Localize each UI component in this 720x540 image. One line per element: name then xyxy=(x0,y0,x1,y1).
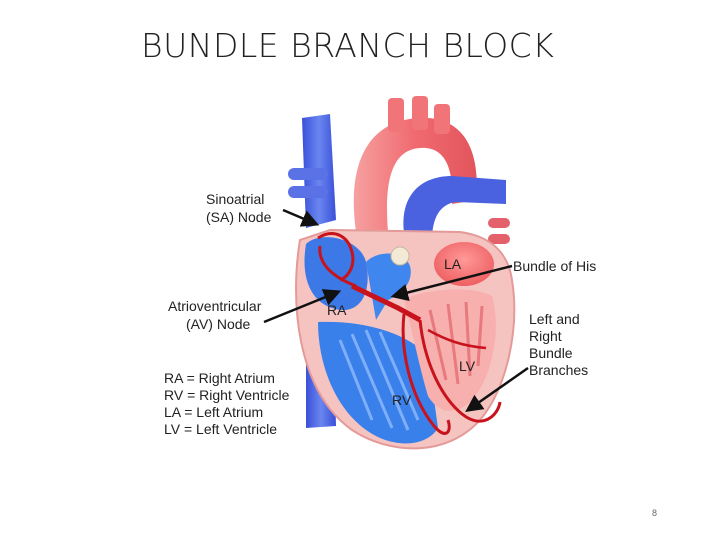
legend-item-ra: RA = Right Atrium xyxy=(164,370,275,386)
aorta-branch-3 xyxy=(434,104,450,134)
pulmonary-vein-right-1 xyxy=(488,218,510,228)
right-ventricle-trabeculae xyxy=(338,329,420,431)
left-ventricle xyxy=(404,289,496,411)
interventricular-septum xyxy=(366,253,411,320)
conduction-path-sa xyxy=(317,232,355,282)
av-node-label: Atrioventricular (AV) Node xyxy=(168,298,265,332)
sa-node-label: Sinoatrial (SA) Node xyxy=(206,191,272,225)
pulmonary-artery xyxy=(403,176,506,240)
arrow-bundle-his xyxy=(390,264,513,302)
av-node-label-line2: (AV) Node xyxy=(186,316,251,332)
page-number: 8 xyxy=(652,508,658,518)
sa-node-label-line1: Sinoatrial xyxy=(206,191,264,207)
abbreviation-legend: RA = Right Atrium RV = Right Ventricle L… xyxy=(164,370,293,437)
conduction-path-internodal xyxy=(318,245,357,288)
pulmonary-vessel-left-1 xyxy=(288,168,328,180)
sa-node-label-line2: (SA) Node xyxy=(206,209,272,225)
pulmonary-vein-right-2 xyxy=(488,234,510,244)
arrow-sa-node xyxy=(282,208,320,227)
arrow-bundle-branches xyxy=(465,366,529,413)
chamber-label-la: LA xyxy=(444,256,462,272)
chamber-label-lv: LV xyxy=(459,358,476,374)
bundle-branches-line4: Branches xyxy=(529,362,588,378)
conduction-path-left-fascicle xyxy=(427,328,487,350)
bundle-branches-line2: Right xyxy=(529,328,562,344)
legend-item-lv: LV = Left Ventricle xyxy=(164,421,277,437)
slide-title: BUNDLE BRANCH BLOCK xyxy=(141,26,555,65)
right-ventricle xyxy=(318,321,438,444)
bundle-branches-line3: Bundle xyxy=(529,345,573,361)
legend-item-rv: RV = Right Ventricle xyxy=(164,387,290,403)
chamber-label-rv: RV xyxy=(392,392,412,408)
arrow-av-node xyxy=(263,289,342,324)
bundle-his-label: Bundle of His xyxy=(513,258,596,274)
chamber-label-ra: RA xyxy=(327,302,347,318)
conduction-path-his xyxy=(350,283,422,323)
pulmonary-vessel-left-2 xyxy=(288,186,328,198)
bundle-branches-label: Left and Right Bundle Branches xyxy=(529,311,588,378)
bundle-branches-line1: Left and xyxy=(529,311,580,327)
aortic-arch xyxy=(353,117,477,232)
conduction-path-right-branch xyxy=(401,313,451,435)
aorta-branch-2 xyxy=(412,96,428,130)
aorta-branch-1 xyxy=(388,98,404,132)
valve xyxy=(390,246,410,266)
conduction-path-left-branch xyxy=(418,319,502,423)
left-ventricle-trabeculae xyxy=(428,301,484,385)
legend-item-la: LA = Left Atrium xyxy=(164,404,263,420)
av-node-label-line1: Atrioventricular xyxy=(168,298,262,314)
